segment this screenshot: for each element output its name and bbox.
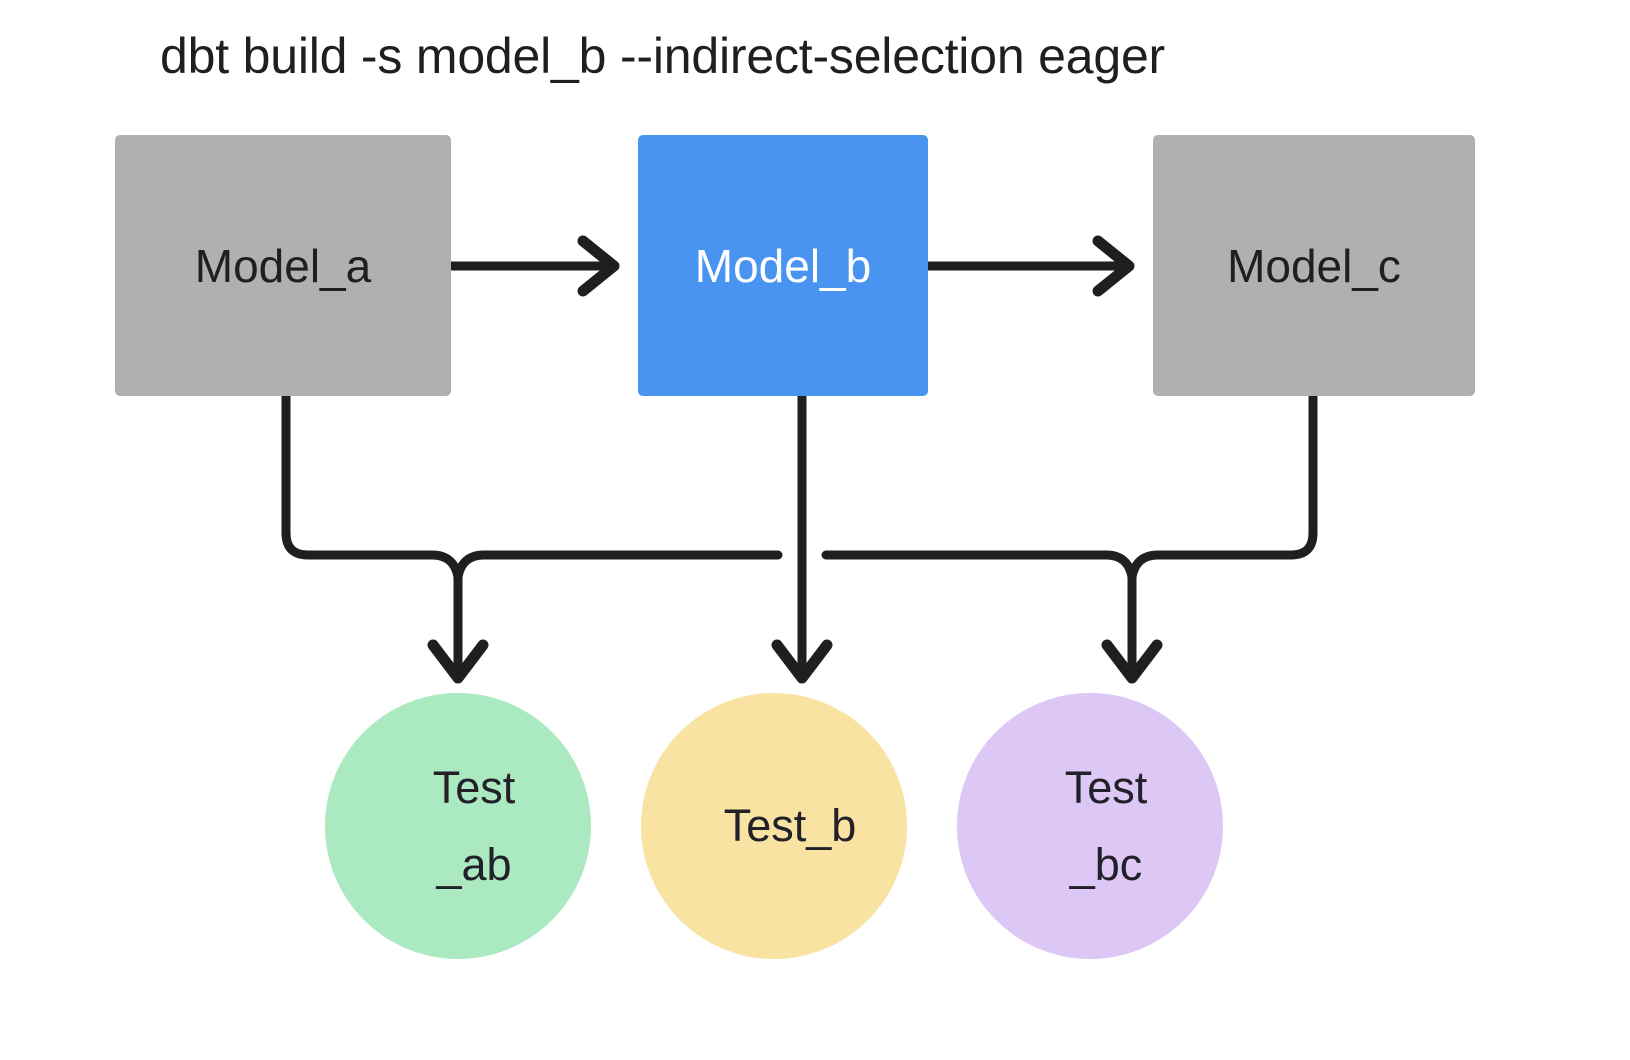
diagram-title: dbt build -s model_b --indirect-selectio… bbox=[160, 28, 1166, 84]
node-model-b[interactable] bbox=[638, 135, 928, 396]
edge-bus-right bbox=[821, 550, 1137, 582]
arrowhead-test-ab bbox=[427, 639, 489, 684]
edge-bus-left bbox=[453, 550, 783, 582]
edge-model-a-to-model-b bbox=[451, 235, 620, 297]
arrowhead-test-bc bbox=[1101, 639, 1163, 684]
node-model-c[interactable] bbox=[1153, 135, 1475, 396]
edge-model-c-to-test-bc bbox=[1127, 392, 1318, 582]
node-test-bc[interactable] bbox=[957, 693, 1223, 959]
edge-model-b-to-model-c bbox=[928, 235, 1135, 297]
node-test-b[interactable] bbox=[641, 693, 907, 959]
arrowhead-test-b bbox=[771, 639, 833, 684]
edge-model-a-to-test-ab bbox=[281, 392, 463, 582]
node-test-ab[interactable] bbox=[325, 693, 591, 959]
node-model-a[interactable] bbox=[115, 135, 451, 396]
